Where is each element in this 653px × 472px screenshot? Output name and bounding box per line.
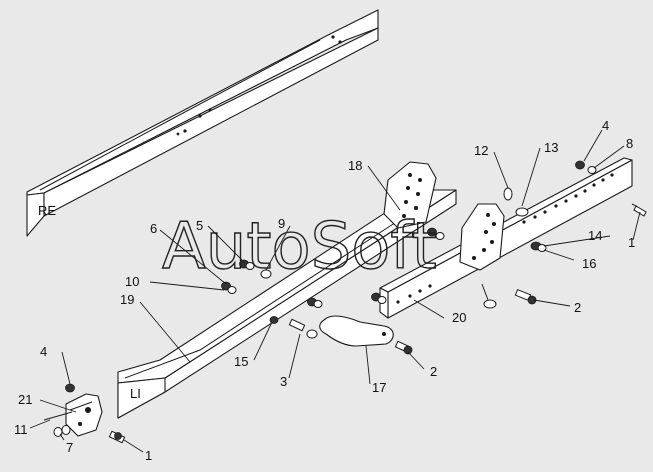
right-side-member: RE bbox=[26, 9, 379, 237]
callout-2-lower: 2 bbox=[430, 364, 437, 379]
callout-4-right: 4 bbox=[602, 118, 609, 133]
callout-15: 15 bbox=[234, 354, 248, 369]
callout-12: 12 bbox=[474, 143, 488, 158]
callout-18: 18 bbox=[348, 158, 362, 173]
left-side-member: LI bbox=[117, 189, 457, 419]
callout-3: 3 bbox=[280, 374, 287, 389]
callout-5: 5 bbox=[196, 218, 203, 233]
callout-19: 19 bbox=[120, 292, 134, 307]
cross-member bbox=[379, 157, 633, 319]
callout-2-right: 2 bbox=[574, 300, 581, 315]
callout-16: 16 bbox=[582, 256, 596, 271]
callout-17: 17 bbox=[372, 380, 386, 395]
center-bracket-plate bbox=[459, 203, 505, 271]
side-label-re: RE bbox=[38, 203, 56, 218]
callout-8: 8 bbox=[626, 136, 633, 151]
strap-bracket bbox=[319, 315, 394, 347]
watermark: AutoSoft bbox=[162, 210, 437, 284]
leader-lines bbox=[29, 129, 641, 453]
callout-14: 14 bbox=[588, 228, 602, 243]
callout-20: 20 bbox=[452, 310, 466, 325]
callout-10: 10 bbox=[125, 274, 139, 289]
callout-21: 21 bbox=[18, 392, 32, 407]
callout-4-left: 4 bbox=[40, 344, 47, 359]
side-label-li: LI bbox=[130, 386, 141, 401]
callout-13: 13 bbox=[544, 140, 558, 155]
callout-7: 7 bbox=[66, 440, 73, 455]
callout-1-lower: 1 bbox=[145, 448, 152, 463]
callouts: 1 1 2 2 3 4 4 5 6 7 8 9 10 11 12 13 14 1… bbox=[14, 118, 635, 463]
bracket-plate bbox=[383, 161, 437, 229]
callout-9: 9 bbox=[278, 216, 285, 231]
callout-11: 11 bbox=[14, 422, 28, 437]
callout-1-right: 1 bbox=[628, 235, 635, 250]
callout-6: 6 bbox=[150, 221, 157, 236]
coupling-head bbox=[65, 393, 103, 437]
